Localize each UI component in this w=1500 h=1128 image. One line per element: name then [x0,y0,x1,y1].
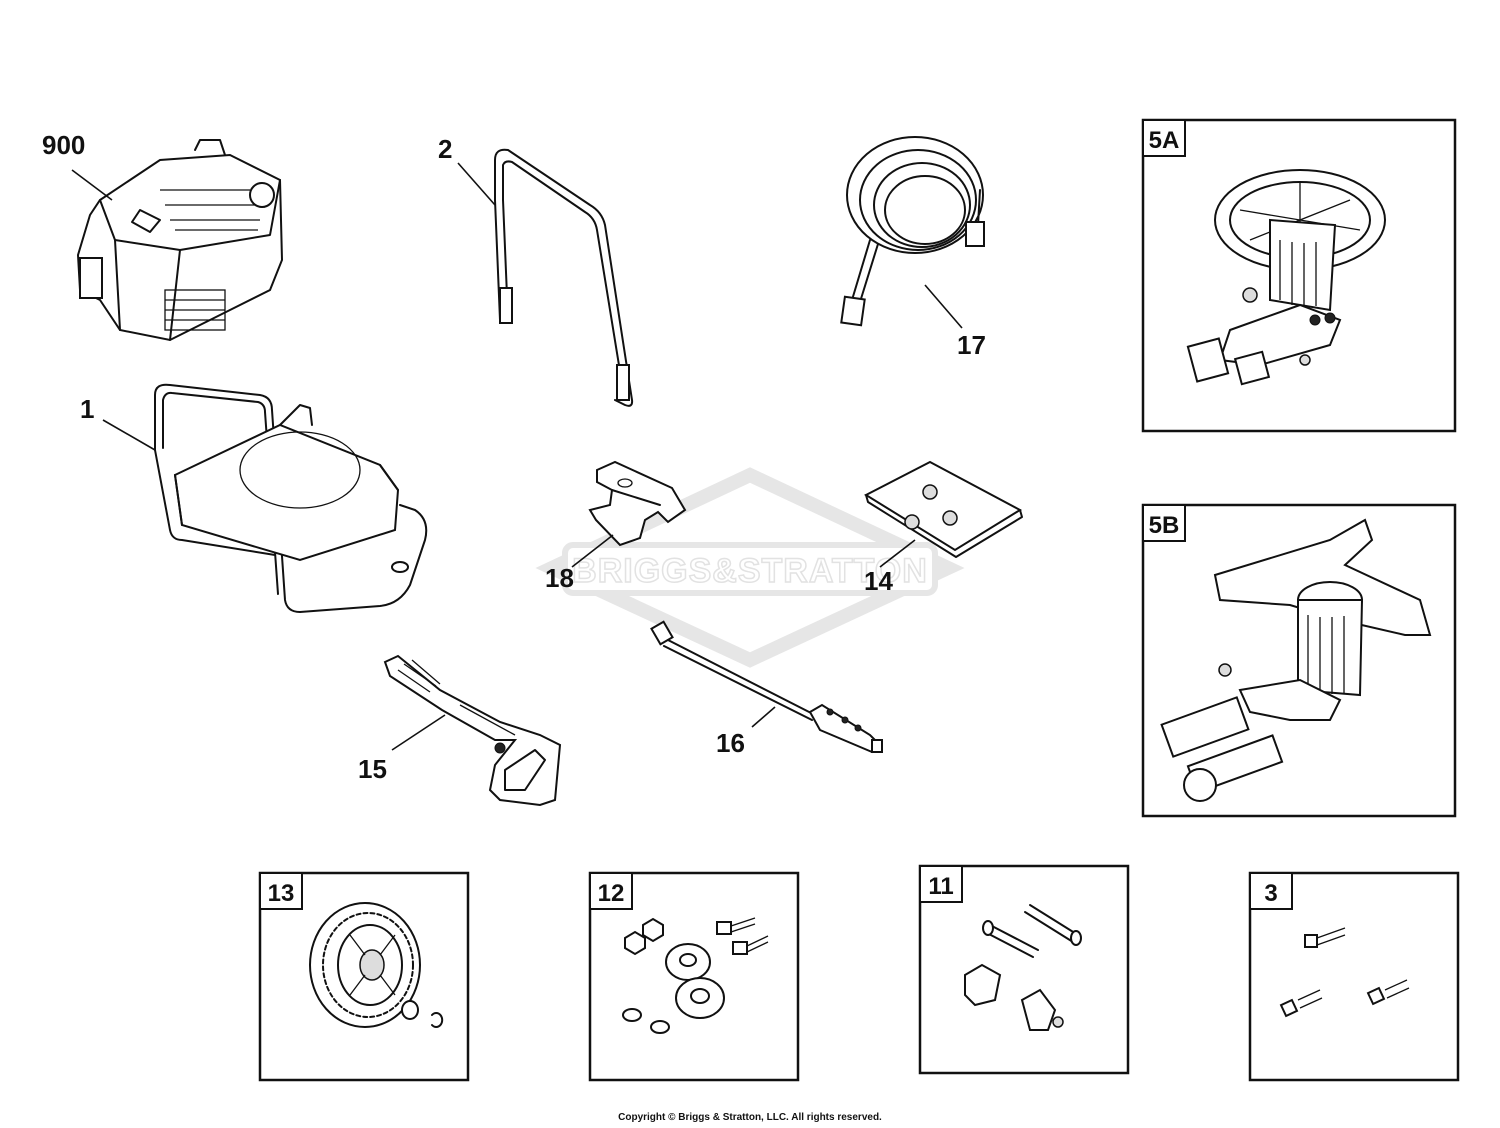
wand-16 [650,620,883,754]
hose-17 [840,136,985,327]
box-11: 11 [918,864,1130,1075]
leader-18 [571,534,614,568]
label-16: 16 [716,728,745,758]
bolts-knobs-11 [964,904,1082,1031]
leader-15 [391,714,446,751]
copyright-notice: Copyright © Briggs & Stratton, LLC. All … [618,1112,882,1123]
label-2: 2 [438,134,452,164]
box-label-12: 12 [598,880,625,907]
screws-3 [1279,927,1410,1018]
hook-18 [588,460,687,547]
hardware-12 [622,917,769,1034]
label-18: 18 [545,563,574,593]
label-1: 1 [80,394,94,424]
label-15: 15 [358,754,387,784]
box-12: 12 [588,871,800,1082]
box-5b: 5B [1141,503,1457,818]
box-5a: 5A [1141,118,1457,433]
briggs-stratton-watermark: BRIGGS&STRATTON [535,467,965,668]
box-label-3: 3 [1264,880,1277,907]
nozzle-bag-14 [863,460,1023,558]
box-label-5b: 5B [1149,512,1180,539]
leader-17 [924,284,963,329]
box-label-13: 13 [268,880,295,907]
pump-5b [1160,518,1432,802]
leader-14 [879,539,916,568]
box-label-11: 11 [928,873,953,900]
pump-5a [1186,169,1386,386]
box-3: 3 [1248,871,1460,1082]
handle-2 [494,148,634,407]
frame-1 [154,383,428,613]
leader-900 [71,169,113,201]
engine-900 [76,139,284,342]
label-17: 17 [957,330,986,360]
watermark-text: BRIGGS&STRATTON [572,552,928,590]
box-13: 13 [258,871,470,1082]
leader-2 [457,162,496,206]
label-14: 14 [864,566,893,596]
spray-gun-15 [383,654,562,807]
leader-16 [751,706,776,728]
box-label-5a: 5A [1149,127,1180,154]
leader-1 [102,419,156,451]
wheel-13 [309,902,444,1028]
label-900: 900 [42,130,85,160]
